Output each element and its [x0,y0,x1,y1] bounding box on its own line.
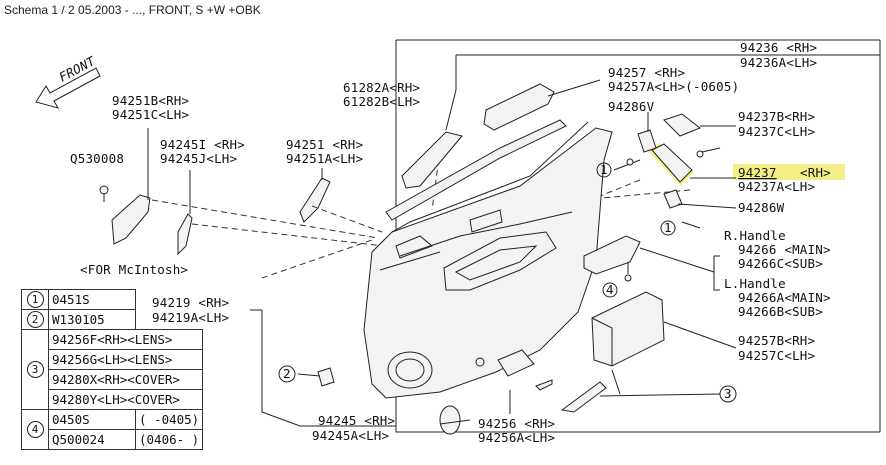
label-94237c: 94237C<LH> [738,124,815,139]
legend-callout-3: 3 [26,361,44,378]
label-mcintosh: <FOR McIntosh> [80,262,188,277]
clip-w130105 [317,367,335,387]
label-94245i: 94245I <RH> [160,137,245,152]
legend-row: 94280X<RH><COVER> [22,369,204,390]
label-94256a: 94256A<LH> [478,430,555,445]
label-94245: 94245 <RH> [318,413,395,428]
label-94236: 94236 <RH> [740,40,817,55]
legend-code: Q500024 [48,429,136,450]
label-l-handle: L.Handle [724,276,786,291]
label-94237a: 94237A<LH> [738,179,815,194]
label-94286w: 94286W [738,200,785,215]
page-title: Schema 1 / 2 05.2003 - ..., FRONT, S +W … [4,3,261,17]
legend-num-cell: 4 [21,409,49,450]
label-94286v: 94286V [608,99,655,114]
legend-row: 94280Y<LH><COVER> [22,389,204,410]
legend-code: 94280X<RH><COVER> [47,369,204,390]
label-94251a: 94251A<LH> [286,151,363,166]
legend-row: 3 94256F<RH><LENS> [21,329,204,410]
legend-code: 94256G<LH><LENS> [47,349,204,370]
callout-1-b-num: 1 [664,220,672,235]
legend-row: 2 W130105 [21,309,203,330]
legend-num-cell: 3 [21,329,49,410]
legend-num-cell: 1 [21,289,49,310]
strip-94257 [483,83,555,131]
mcintosh-bracket-left [99,128,151,245]
mcintosh-bracket-mid [177,170,193,256]
callout-2-num: 2 [283,366,291,381]
legend-row: 1 0451S [21,289,203,310]
legend-table: 1 0451S 2 W130105 3 94256F<RH><LENS> 942… [21,289,204,450]
label-94251: 94251 <RH> [286,137,363,152]
callout-3-num: 3 [724,386,732,401]
label-q530008: Q530008 [70,151,124,166]
legend-note: (0406- ) [134,429,204,450]
legend-note: ( -0405) [134,409,204,430]
label-94236a: 94236A<LH> [740,55,817,70]
callout-1-a: 1 [596,162,612,178]
callout-1-a-num: 1 [600,162,608,177]
callout-3: 3 [719,385,737,403]
callout-4-num: 4 [606,282,614,297]
label-94266b-sub: 94266B<SUB> [738,304,823,319]
legend-code: 0451S [48,289,136,310]
label-94257: 94257 <RH> [608,65,685,80]
label-94251c: 94251C<LH> [112,107,189,122]
label-61282b: 61282B<LH> [343,94,420,109]
label-61282a: 61282A<RH> [343,80,420,95]
legend-code: 94256F<RH><LENS> [47,329,204,350]
label-94219: 94219 <RH> [152,295,229,310]
label-94257c: 94257C<LH> [738,348,815,363]
label-94237b: 94237B<RH> [738,109,815,124]
label-r-handle: R.Handle [724,228,786,243]
label-94266-main: 94266 <MAIN> [738,242,831,257]
callout-1-b: 1 [660,220,676,236]
label-94251b: 94251B<RH> [112,93,189,108]
callout-2: 2 [278,365,296,383]
switch-94237 [613,113,721,229]
legend-row: 94256G<LH><LENS> [22,349,204,370]
upper-garnish-61282 [385,119,567,221]
label-94219a: 94219A<LH> [152,310,229,325]
reflector-94256 [439,349,607,435]
label-94256: 94256 <RH> [478,416,555,431]
label-94257b: 94257B<RH> [738,333,815,348]
legend-callout-1: 1 [26,291,44,308]
legend-row: Q500024 (0406- ) [22,429,204,450]
legend-code: 94280Y<LH><COVER> [47,389,204,410]
label-94237-rh: <RH> [800,165,831,180]
highlight-94237 [733,164,845,180]
legend-row: 4 0450S ( -0405) [21,409,204,450]
handle-94266 [583,235,641,282]
label-94245j: 94245J<LH> [160,151,237,166]
label-94266c-sub: 94266C<SUB> [738,256,823,271]
pocket-94257b [591,291,665,367]
label-94245a: 94245A<LH> [312,428,389,443]
legend-callout-2: 2 [26,311,44,328]
label-94257a: 94257A<LH>(-0605) [608,79,739,94]
label-94266a-main: 94266A<MAIN> [738,290,831,305]
legend-code: 0450S [48,409,136,430]
door-trim-panel [363,121,613,399]
front-arrow-icon [35,67,101,109]
label-94237: 94237 [738,165,777,180]
legend-callout-4: 4 [26,421,44,438]
mcintosh-bracket-right [299,168,331,223]
leader-lines [250,79,737,427]
legend-code: W130105 [48,309,136,330]
legend-num-cell: 2 [21,309,49,330]
callout-4: 4 [602,282,618,298]
